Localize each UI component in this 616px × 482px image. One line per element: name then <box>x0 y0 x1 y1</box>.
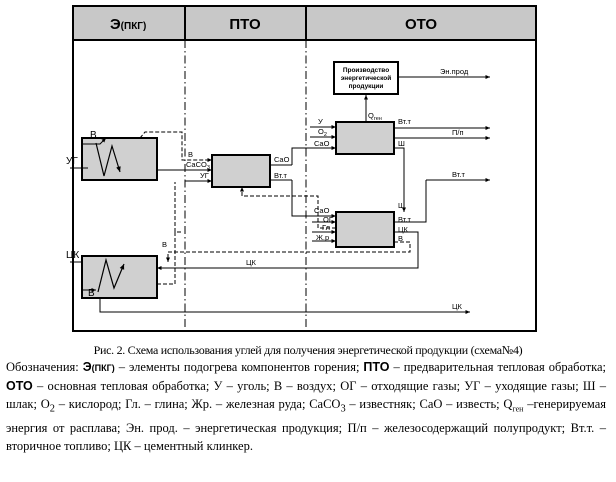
label-vtt-out: Вт.т <box>274 171 287 180</box>
label-v-top: В <box>90 130 97 141</box>
label-en-prod: Эн.прод <box>440 67 469 76</box>
label-o2: O2 <box>318 127 327 138</box>
heater-top-zigzag <box>95 142 121 177</box>
label-ug-to-pto: УГ <box>200 171 209 180</box>
oto-block-top <box>335 121 395 155</box>
pto-block <box>211 154 271 188</box>
column-header-pto: ПТО <box>229 16 261 33</box>
label-v-box: В <box>88 288 95 299</box>
column-header-e: Э(ПКГ) <box>110 16 146 33</box>
legend-e: Э(ПКГ) <box>82 360 115 374</box>
label-v-to-pto: В <box>188 150 193 159</box>
label-vtt-low: Вт.т <box>398 215 411 224</box>
label-ug-left: УГ <box>66 156 78 167</box>
label-v-low: В <box>398 234 403 243</box>
label-gl: Гл <box>322 223 330 232</box>
production-line-1: Производство <box>343 67 389 74</box>
label-vtt-right: Вт.т <box>452 170 465 179</box>
label-ck-box: ЦК <box>66 250 79 261</box>
production-block <box>333 61 399 95</box>
label-u: У <box>318 117 323 126</box>
label-sh-top: Ш <box>398 139 405 148</box>
legend-oto: ОТО <box>6 379 33 393</box>
label-cao-out: CaO <box>274 155 290 164</box>
oto-block-bottom <box>335 211 395 248</box>
column-header-oto: ОТО <box>405 16 437 33</box>
label-sh-low: Ш <box>398 201 405 210</box>
legend-intro: Обозначения: <box>6 360 79 374</box>
label-q-gen: Qген <box>368 111 382 122</box>
label-zhr: Ж.р <box>316 233 329 242</box>
label-caco3: CaCO3 <box>186 160 210 171</box>
label-ck-bottom: ЦК <box>452 302 463 311</box>
process-diagram: Э(ПКГ) ПТО ОТО Производство энергетическ… <box>66 5 537 332</box>
label-cao-low: CaO <box>314 206 330 215</box>
production-line-2: энергетической <box>341 74 392 82</box>
legend-pto: ПТО <box>363 360 390 374</box>
heater-bottom-zigzag <box>97 257 125 293</box>
label-ck-mid: ЦК <box>246 258 257 267</box>
label-cao-in: CaO <box>314 139 330 148</box>
production-line-3: продукции <box>349 83 384 90</box>
label-ck-low: ЦК <box>398 225 409 234</box>
heater-block-top <box>81 137 158 181</box>
label-v-mid: В <box>162 240 167 249</box>
figure-caption: Рис. 2. Схема использования углей для по… <box>93 343 523 357</box>
legend-text: Обозначения: Э(ПКГ) – элементы подогрева… <box>6 360 607 453</box>
label-pp: П/п <box>452 128 464 137</box>
label-vtt-top: Вт.т <box>398 117 411 126</box>
label-og: ОГ <box>323 215 333 224</box>
header-band <box>74 7 535 40</box>
